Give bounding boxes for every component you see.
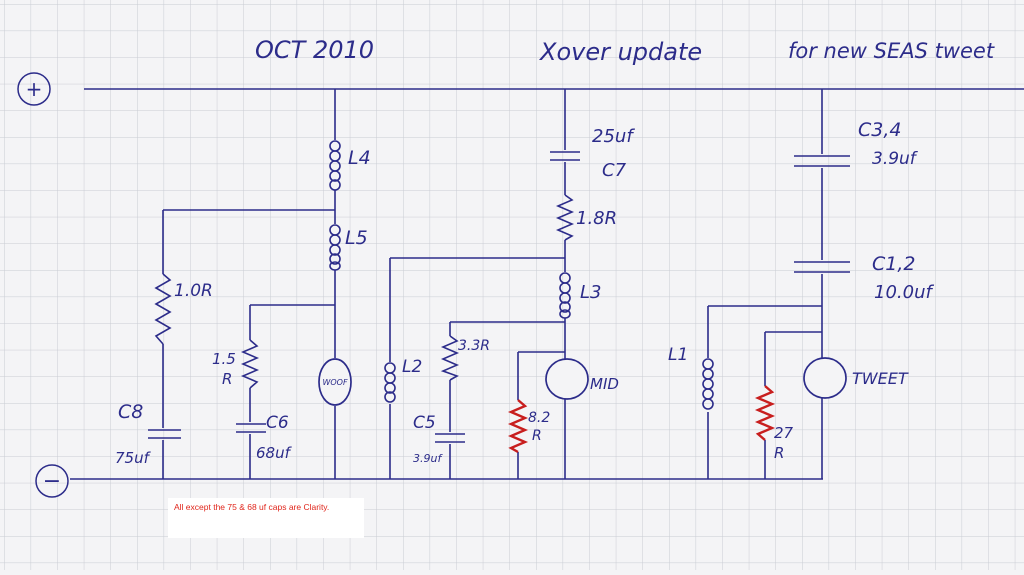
label-r-8-2-value: 8.2 <box>528 410 550 426</box>
label-c34: C3,4 <box>858 119 901 141</box>
woofer-driver-icon <box>318 358 352 406</box>
label-c8: C8 <box>118 401 143 423</box>
annotation-note: All except the 75 & 68 uf caps are Clari… <box>174 502 330 512</box>
label-c6-value: 68uf <box>256 444 293 462</box>
title-heading: Xover update <box>538 38 702 66</box>
date-heading: OCT 2010 <box>255 36 374 64</box>
tweeter-driver-icon <box>803 357 847 399</box>
label-tweeter: TWEET <box>852 369 909 388</box>
label-c34-value: 3.9uf <box>872 149 919 169</box>
inductor-l1-icon <box>702 358 714 410</box>
label-c5-value: 3.9uf <box>413 452 443 465</box>
label-r-1-5-unit: R <box>222 370 232 388</box>
label-c6: C6 <box>266 413 289 433</box>
label-r-1-5-value: 1.5 <box>212 350 236 368</box>
label-c8-value: 75uf <box>115 449 152 467</box>
inductor-l3-icon <box>559 272 571 319</box>
inductor-l5-icon <box>329 224 341 271</box>
resistor-3-3r-icon <box>440 335 460 381</box>
label-r-8-2-unit: R <box>532 428 542 444</box>
label-l3: L3 <box>580 282 601 303</box>
negative-terminal-icon <box>35 464 69 498</box>
label-l5: L5 <box>345 227 368 249</box>
label-c12-value: 10.0uf <box>874 282 934 303</box>
label-c5: C5 <box>413 413 436 433</box>
inductor-l4-icon <box>329 140 341 191</box>
label-l2: L2 <box>402 357 422 377</box>
annotation-box <box>168 498 364 538</box>
label-c12: C1,2 <box>872 253 915 275</box>
label-r-1-8: 1.8R <box>576 208 617 229</box>
label-mid: MID <box>590 375 619 393</box>
resistor-1-0r-icon <box>154 273 172 345</box>
label-r-3-3: 3.3R <box>458 338 490 354</box>
positive-symbol: + <box>26 77 43 101</box>
label-r-27-value: 27 <box>774 424 794 442</box>
label-r-1-0: 1.0R <box>174 281 213 301</box>
label-c7: C7 <box>602 160 627 181</box>
subtitle-heading: for new SEAS tweet <box>788 39 995 63</box>
positive-terminal-icon <box>17 72 51 106</box>
label-r-27-unit: R <box>774 444 784 462</box>
resistor-1-8r-icon <box>555 194 575 241</box>
label-woofer: WOOF <box>322 378 348 387</box>
resistor-27r-icon <box>754 385 776 441</box>
resistor-8-2r-icon <box>507 399 529 454</box>
label-l1: L1 <box>668 345 688 365</box>
negative-symbol: − <box>43 469 61 494</box>
mid-driver-icon <box>545 358 589 400</box>
label-l4: L4 <box>348 147 371 169</box>
wiring <box>70 88 1024 480</box>
label-c7-value: 25uf <box>592 126 635 147</box>
inductor-l2-icon <box>384 362 396 403</box>
resistor-1-5r-icon <box>240 339 260 389</box>
